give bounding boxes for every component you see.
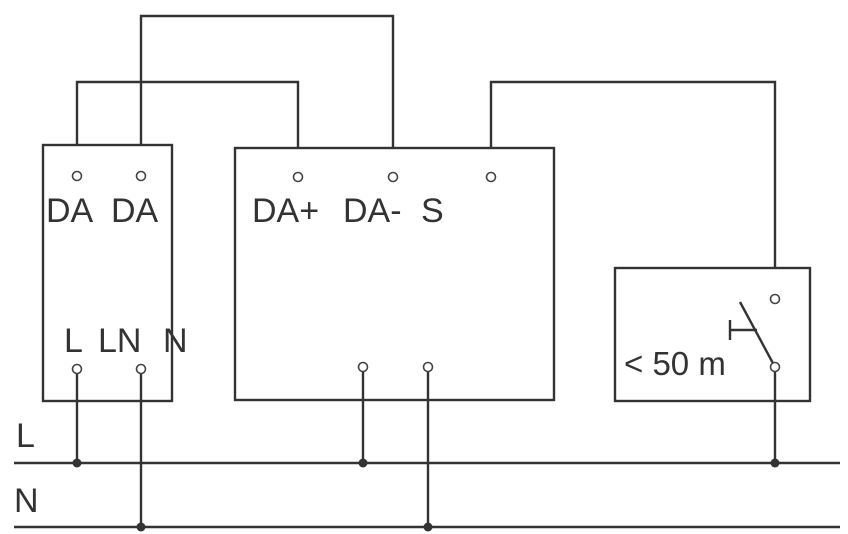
wires (75, 14, 777, 298)
label-left-ln: LN (98, 322, 141, 360)
pushbutton-switch-symbol (728, 301, 777, 368)
wire-da1-to-da-plus (75, 80, 300, 175)
label-left-da-1: DA (46, 192, 94, 230)
terminal-center-n (422, 361, 434, 373)
label-left-n: N (163, 322, 188, 360)
terminal-pushbutton-top (769, 293, 781, 305)
terminal-center-l (357, 361, 369, 373)
junction-dot (770, 458, 780, 468)
terminal-left-da-2 (135, 170, 147, 182)
junction-dots (72, 458, 780, 532)
terminal-center-s (485, 171, 497, 183)
terminal-left-n (135, 363, 147, 375)
switch-contact-line (738, 301, 777, 368)
center-device-box (233, 146, 556, 402)
pushbutton-box (613, 266, 812, 403)
distance-label: < 50 m (624, 345, 726, 382)
junction-dot (423, 522, 433, 532)
terminal-center-da-plus (292, 171, 304, 183)
label-center-da-plus: DA+ (252, 192, 319, 230)
terminal-left-da-1 (71, 170, 83, 182)
rail-drops (75, 367, 777, 527)
label-center-s: S (421, 192, 444, 230)
rail-label-n: N (14, 482, 39, 520)
wire-da2-to-da-minus (139, 14, 395, 175)
labels: DA DA DA+ DA- S L LN N < 50 m L N (14, 192, 726, 520)
junction-dot (136, 522, 146, 532)
terminals (71, 170, 781, 375)
label-left-da-2: DA (111, 192, 159, 230)
terminal-center-da-minus (387, 171, 399, 183)
terminal-left-l (71, 363, 83, 375)
terminal-pushbutton-bottom (769, 361, 781, 373)
junction-dot (72, 458, 82, 468)
label-center-da-minus: DA- (343, 192, 402, 230)
junction-dot (358, 458, 368, 468)
wire-s-to-pushbutton (489, 80, 777, 298)
label-left-l: L (64, 322, 83, 360)
rail-label-l: L (16, 417, 35, 455)
left-device-box (41, 143, 174, 403)
